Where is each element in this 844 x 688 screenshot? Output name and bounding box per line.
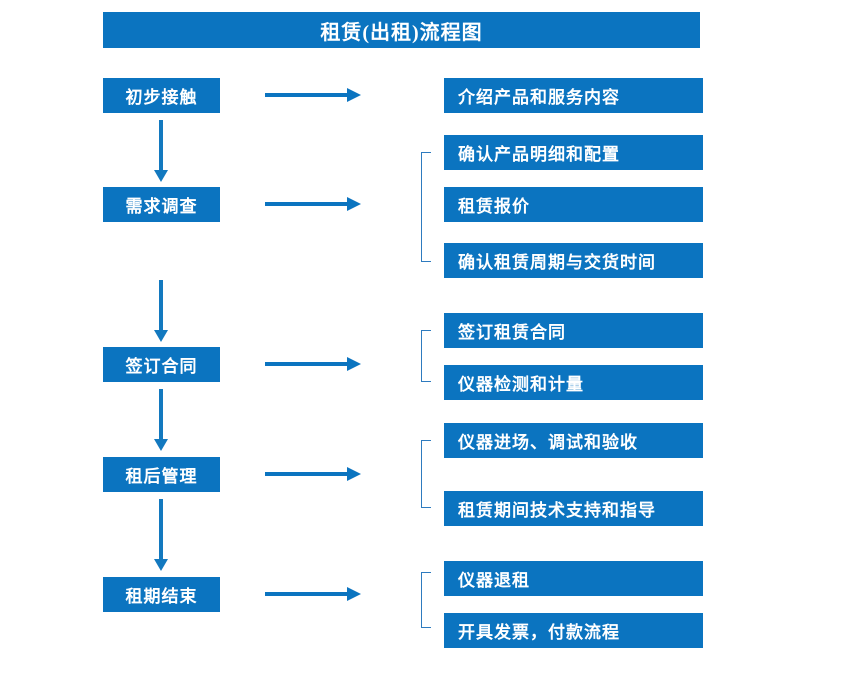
vertical-arrow-3-to-4 <box>154 389 168 451</box>
arrow-head <box>154 170 168 182</box>
detail-box-8[interactable]: 租赁期间技术支持和指导 <box>444 491 703 526</box>
group-bracket-end <box>421 572 431 628</box>
detail-box-6[interactable]: 仪器检测和计量 <box>444 365 703 400</box>
group-bracket-management <box>421 440 431 508</box>
horizontal-arrow-1 <box>265 88 361 102</box>
arrow-shaft <box>159 120 163 170</box>
detail-box-3[interactable]: 租赁报价 <box>444 187 703 222</box>
detail-box-5[interactable]: 签订租赁合同 <box>444 313 703 348</box>
detail-box-1[interactable]: 介绍产品和服务内容 <box>444 78 703 113</box>
vertical-arrow-4-to-5 <box>154 499 168 571</box>
arrow-head <box>347 88 361 102</box>
detail-box-9[interactable]: 仪器退租 <box>444 561 703 596</box>
stage-box-3[interactable]: 签订合同 <box>103 347 220 382</box>
horizontal-arrow-2 <box>265 197 361 211</box>
stage-box-2[interactable]: 需求调查 <box>103 187 220 222</box>
arrow-head <box>347 467 361 481</box>
arrow-head <box>347 197 361 211</box>
stage-box-5[interactable]: 租期结束 <box>103 577 220 612</box>
detail-box-10[interactable]: 开具发票，付款流程 <box>444 613 703 648</box>
arrow-shaft <box>265 362 347 366</box>
group-bracket-demand <box>421 152 431 262</box>
detail-box-2[interactable]: 确认产品明细和配置 <box>444 135 703 170</box>
arrow-head <box>154 559 168 571</box>
horizontal-arrow-3 <box>265 357 361 371</box>
arrow-shaft <box>159 280 163 330</box>
vertical-arrow-1-to-2 <box>154 120 168 182</box>
arrow-head <box>347 357 361 371</box>
arrow-shaft <box>159 499 163 559</box>
group-bracket-contract <box>421 330 431 382</box>
horizontal-arrow-4 <box>265 467 361 481</box>
vertical-arrow-2-to-3 <box>154 280 168 342</box>
arrow-head <box>347 587 361 601</box>
arrow-shaft <box>265 472 347 476</box>
arrow-shaft <box>265 592 347 596</box>
detail-box-4[interactable]: 确认租赁周期与交货时间 <box>444 243 703 278</box>
stage-box-1[interactable]: 初步接触 <box>103 78 220 113</box>
horizontal-arrow-5 <box>265 587 361 601</box>
arrow-shaft <box>265 202 347 206</box>
arrow-shaft <box>159 389 163 439</box>
arrow-head <box>154 439 168 451</box>
arrow-head <box>154 330 168 342</box>
stage-box-4[interactable]: 租后管理 <box>103 457 220 492</box>
page-title: 租赁(出租)流程图 <box>103 12 700 48</box>
detail-box-7[interactable]: 仪器进场、调试和验收 <box>444 423 703 458</box>
arrow-shaft <box>265 93 347 97</box>
